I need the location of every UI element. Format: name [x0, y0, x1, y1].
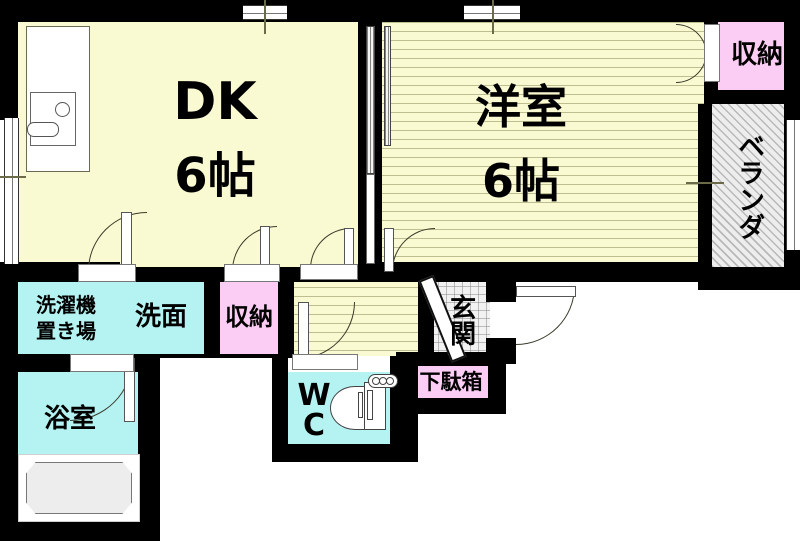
- door-entrance[interactable]: [516, 286, 576, 297]
- wall-veranda-south: [698, 267, 800, 290]
- label-washbasin: 洗面: [134, 302, 187, 333]
- room-closet-northeast: [718, 22, 796, 90]
- label-yoshitsu-size: 6帖: [481, 153, 560, 208]
- toilet-seat-hinge: [358, 392, 363, 418]
- room-closet-center: [218, 282, 280, 354]
- faucet-icon: [27, 122, 59, 137]
- label-genkan: 玄関: [445, 294, 476, 346]
- room-yoshitsu: [382, 22, 704, 267]
- room-bathroom: [18, 372, 138, 454]
- label-bathroom: 浴室: [43, 404, 96, 435]
- window-dk-west: [4, 118, 19, 264]
- door-wc[interactable]: [298, 302, 309, 360]
- wall-closet-hallway: [278, 282, 294, 358]
- door-closet-center-sill: [224, 264, 280, 282]
- window-yoshitsu-north-axis: [492, 0, 494, 34]
- window-dk-north-axis: [264, 0, 266, 34]
- room-hallway: [292, 278, 422, 356]
- sliding-panel-yoshitsu-inner[interactable]: [384, 26, 391, 146]
- bathtub: [26, 462, 132, 514]
- wall-closet-veranda: [704, 90, 800, 104]
- wall-west-upper: [0, 0, 18, 120]
- label-laundry: 洗濯機 置き場: [36, 293, 96, 343]
- wall-wc-left: [272, 356, 288, 462]
- label-veranda: ベランダ: [733, 132, 765, 240]
- label-getabako: 下駄箱: [419, 369, 483, 394]
- sink-drain-icon: [55, 102, 70, 117]
- window-veranda-east: [786, 120, 800, 250]
- label-closet-northeast: 収納: [730, 40, 783, 71]
- label-yoshitsu: 洋室: [475, 79, 567, 134]
- toilet-lever: [367, 390, 373, 420]
- wall-bath-bottom: [0, 520, 160, 541]
- room-laundry-washbasin: [18, 282, 218, 354]
- wall-opening-yoshitsu-west: [366, 174, 375, 264]
- room-getabako: [412, 364, 490, 400]
- wall-band-c: [358, 262, 704, 282]
- window-yoshitsu-east-axis: [686, 182, 724, 184]
- toilet-button-icon-3: [386, 377, 394, 385]
- window-dk-west-axis: [0, 176, 26, 178]
- wall-washbasin-closet: [204, 282, 220, 354]
- kitchen-sink: [30, 92, 76, 146]
- door-closet-ne[interactable]: [704, 24, 720, 82]
- door-wc-sill: [292, 354, 358, 370]
- label-wc: W C: [297, 378, 331, 443]
- sliding-panel-yoshitsu-west[interactable]: [366, 26, 375, 174]
- wall-genkan-top: [486, 278, 516, 302]
- wall-getabako-bottom: [396, 398, 506, 414]
- wall-bath-right: [138, 354, 160, 540]
- door-hallway-sill: [300, 264, 358, 280]
- wall-hall-floorline: [160, 354, 278, 358]
- wall-west-lower: [0, 262, 18, 541]
- door-bathroom-sill: [70, 354, 134, 372]
- label-closet-center: 収納: [225, 303, 273, 332]
- door-washbasin[interactable]: [121, 212, 132, 272]
- room-veranda: [712, 104, 784, 267]
- label-dk: DK: [173, 71, 257, 132]
- door-yoshitsu[interactable]: [384, 228, 394, 272]
- wall-wc-bottom: [272, 444, 418, 462]
- wall-veranda-inner: [698, 104, 712, 290]
- wall-north: [0, 0, 800, 22]
- door-washbasin-sill: [78, 264, 136, 282]
- label-dk-size: 6帖: [174, 147, 256, 204]
